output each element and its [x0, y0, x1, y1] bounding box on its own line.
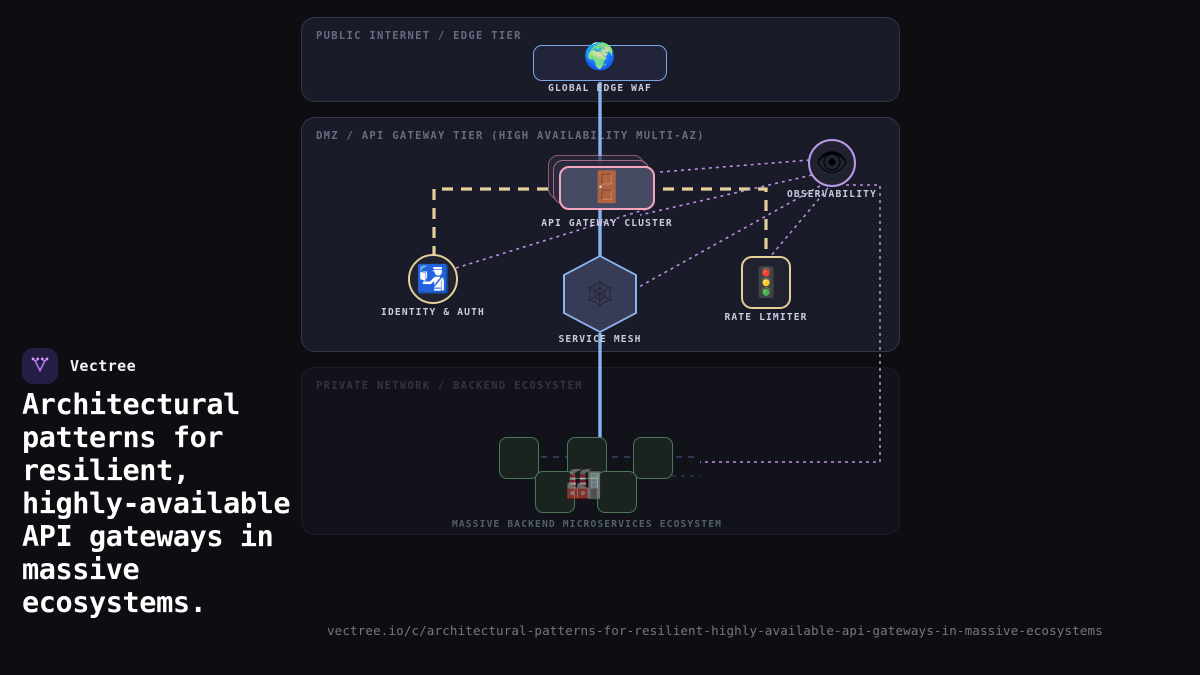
node-identity-and-auth[interactable]: 🛂 IDENTITY & AUTH	[381, 254, 484, 318]
spider-web-icon: 🕸	[582, 278, 618, 310]
node-label-gateway: API GATEWAY CLUSTER	[541, 218, 673, 229]
vectree-branch-icon	[31, 357, 49, 373]
node-label-observability: OBSERVABILITY	[786, 189, 878, 200]
globe-icon: 🌍	[583, 42, 617, 72]
eye-icon: 👁	[815, 148, 849, 178]
node-label-identity: IDENTITY & AUTH	[381, 307, 485, 318]
node-global-edge-waf[interactable]: 🌍 GLOBAL EDGE WAF	[533, 42, 667, 94]
traffic-light-icon: 🚦	[747, 265, 785, 299]
tier-label-dmz: DMZ / API GATEWAY TIER (HIGH AVAILABILIT…	[316, 130, 705, 142]
node-label-backend-microservices: MASSIVE BACKEND MICROSERVICES ECOSYSTEM	[451, 519, 723, 530]
node-label-ratelimiter: RATE LIMITER	[724, 312, 808, 323]
door-icon: 🚪	[588, 170, 626, 205]
node-rate-limiter[interactable]: 🚦 RATE LIMITER	[724, 256, 806, 323]
editorial-pane: Vectree Architectural patterns for resil…	[0, 0, 301, 675]
gateway-stack-front: 🚪	[559, 166, 655, 210]
brand-lockup[interactable]: Vectree	[22, 348, 136, 384]
node-shape-ratelimiter: 🚦	[741, 256, 791, 309]
tier-label-edge: PUBLIC INTERNET / EDGE TIER	[316, 30, 522, 42]
brand-name: Vectree	[70, 357, 137, 375]
node-shape-identity: 🛂	[408, 254, 458, 304]
node-shape-waf: 🌍	[533, 42, 667, 81]
vectree-logo	[22, 348, 58, 384]
page-title: Architectural patterns for resilient, hi…	[22, 388, 291, 619]
tier-label-backend: PRIVATE NETWORK / BACKEND ECOSYSTEM	[316, 380, 583, 392]
hexagon-fill	[565, 257, 635, 331]
factory-icon: 🏭	[565, 466, 603, 501]
passport-control-icon: 🛂	[416, 263, 450, 295]
node-shape-mesh: 🕸	[563, 255, 637, 333]
microservice-cell	[633, 437, 673, 479]
node-backend-microservices[interactable]: 🏭 MASSIVE BACKEND MICROSERVICES ECOSYSTE…	[452, 437, 721, 530]
microservice-cell	[499, 437, 539, 479]
node-label-waf: GLOBAL EDGE WAF	[548, 83, 652, 94]
microservice-cell	[597, 471, 637, 513]
node-service-mesh[interactable]: 🕸 SERVICE MESH	[558, 255, 640, 345]
node-observability[interactable]: 👁 OBSERVABILITY	[787, 139, 876, 200]
footer-url: vectree.io/c/architectural-patterns-for-…	[327, 623, 1103, 638]
node-shape-observability: 👁	[808, 139, 856, 187]
microservice-grid: 🏭	[499, 437, 675, 513]
node-label-mesh: SERVICE MESH	[558, 334, 642, 345]
microservice-cell	[535, 471, 575, 513]
